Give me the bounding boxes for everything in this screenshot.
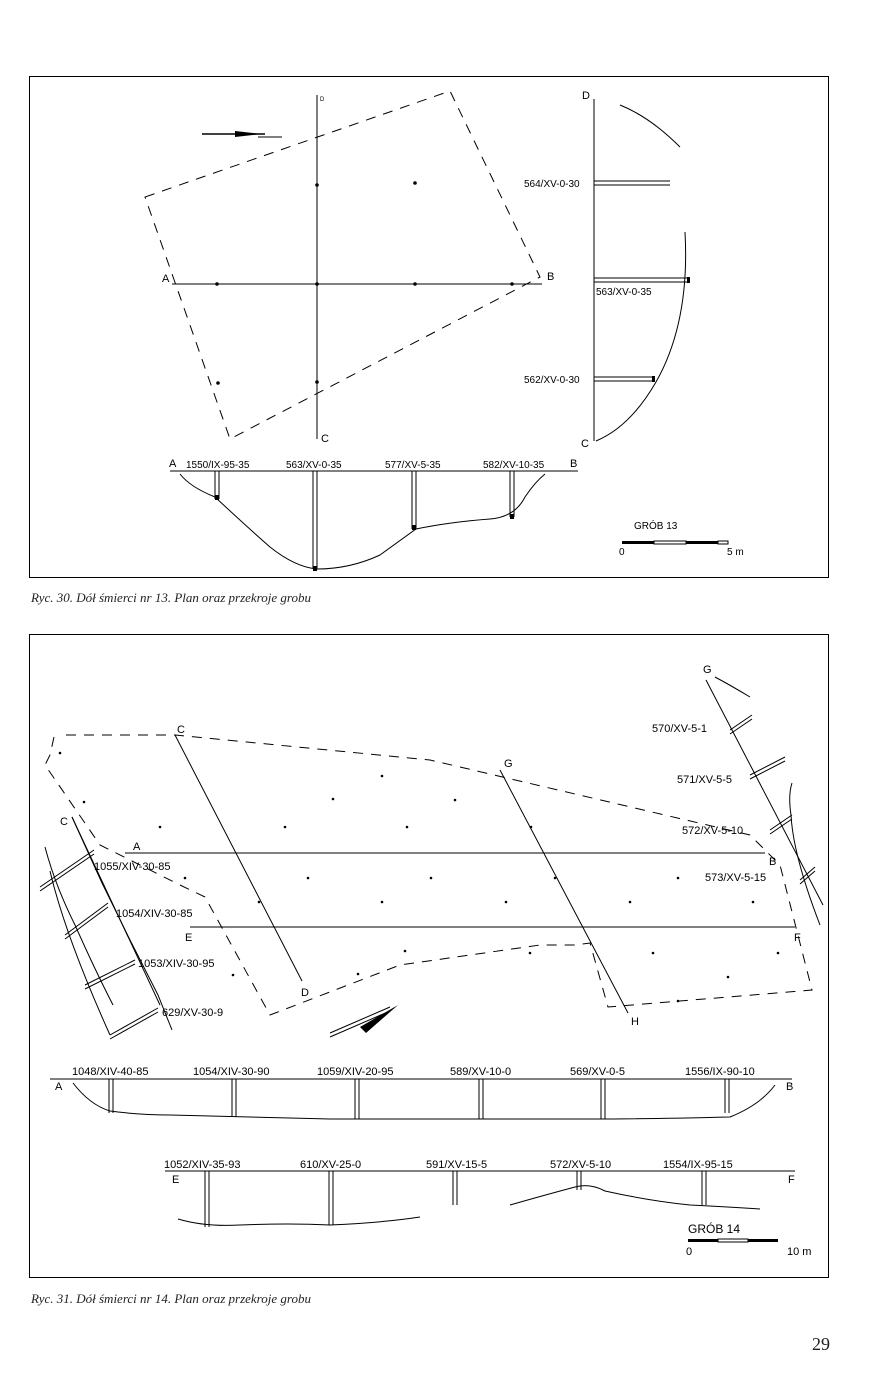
survey-points [215,181,514,385]
scale-end: 10 m [787,1246,811,1258]
plan-label-f: F [794,932,801,944]
survey-points [58,751,780,1003]
figure-grave-13: A B D C D C 564/XV-0-30 563/XV-0-35 562/… [29,76,829,578]
section-label-1550: 1550/IX-95-35 [186,460,250,471]
section-label-a: A [169,458,177,470]
plan-label-g: G [504,758,513,770]
section-label-582: 582/XV-10-35 [483,460,545,471]
north-arrow-icon [202,131,282,138]
scale-end: 5 m [727,547,744,558]
scale-bar [688,1238,778,1243]
plan-label-g-top: G [703,664,712,676]
pit-outline [44,734,813,1016]
axis-cd [174,734,303,982]
plan-label-c-left: C [60,816,68,828]
page-number: 29 [812,1334,830,1354]
plan-label-d: D [301,987,309,999]
left-label-1054: 1054/XIV-30-85 [116,908,192,920]
plan-label-e: E [185,932,192,944]
grave-title: GRÓB 13 [634,519,678,532]
grave-13-drawing: A B D C D C 564/XV-0-30 563/XV-0-35 562/… [144,90,744,571]
section-label-b: B [786,1081,793,1093]
section-ab [170,470,578,571]
section-ef-label-1554: 1554/IX-95-15 [663,1159,733,1171]
section-label-577: 577/XV-5-35 [385,460,441,471]
section-label-b: B [570,458,577,470]
figure-caption: Ryc. 30. Dół śmierci nr 13. Plan oraz pr… [31,590,311,605]
left-label-1055: 1055/XIV-30-85 [94,861,170,873]
section-dc [593,99,690,442]
right-label-570: 570/XV-5-1 [652,723,707,735]
section-right [714,676,821,926]
plan-label-a: A [133,841,141,853]
section-label-d: D [582,90,590,102]
section-ab [50,1078,792,1120]
north-arrow-icon [329,1005,398,1038]
figure-grave-14: C C A B E F D G G H 1055/XIV-30-85 1054/… [29,634,829,1278]
section-label-c: C [581,438,589,450]
left-label-1053: 1053/XIV-30-95 [138,958,214,970]
plan-label-c: C [177,724,185,736]
section-ef [165,1170,795,1227]
right-label-573: 573/XV-5-15 [705,872,766,884]
plan-label-d: D [320,97,325,103]
section-left [39,816,173,1040]
plan-label-c: C [321,433,329,445]
plan-label-a: A [162,273,170,285]
section-ab-label-589: 589/XV-10-0 [450,1066,511,1078]
section-ab-label-1556: 1556/IX-90-10 [685,1066,755,1078]
section-label-e: E [172,1174,179,1186]
side-label-563: 563/XV-0-35 [596,287,652,298]
section-ab-label-569: 569/XV-0-5 [570,1066,625,1078]
grave-title: GRÓB 14 [688,1221,740,1236]
section-ab-label-1048: 1048/XIV-40-85 [72,1066,148,1078]
section-ef-label-610: 610/XV-25-0 [300,1159,361,1171]
right-label-572: 572/XV-5-10 [682,825,743,837]
plan-label-b: B [769,856,776,868]
section-label-a: A [55,1081,63,1093]
plan-label-h: H [631,1016,639,1028]
section-ef-label-572: 572/XV-5-10 [550,1159,611,1171]
pit-outline [144,90,541,440]
side-label-564: 564/XV-0-30 [524,179,580,190]
figure-caption: Ryc. 31. Dół śmierci nr 14. Plan oraz pr… [31,1291,311,1306]
section-ab-label-1054: 1054/XIV-30-90 [193,1066,269,1078]
scale-start: 0 [686,1246,692,1258]
plan-label-b: B [547,271,554,283]
scale-start: 0 [619,547,625,558]
section-label-f: F [788,1174,795,1186]
grave-14-drawing: C C A B E F D G G H 1055/XIV-30-85 1054/… [39,664,824,1258]
left-label-629: 629/XV-30-9 [162,1007,223,1019]
section-ab-label-1059: 1059/XIV-20-95 [317,1066,393,1078]
scale-bar [622,540,729,545]
axis-gh [499,769,629,1014]
axis-gright [705,679,824,906]
right-label-571: 571/XV-5-5 [677,774,732,786]
section-ef-label-1052: 1052/XIV-35-93 [164,1159,240,1171]
section-ef-label-591: 591/XV-15-5 [426,1159,487,1171]
side-label-562: 562/XV-0-30 [524,375,580,386]
section-label-563: 563/XV-0-35 [286,460,342,471]
